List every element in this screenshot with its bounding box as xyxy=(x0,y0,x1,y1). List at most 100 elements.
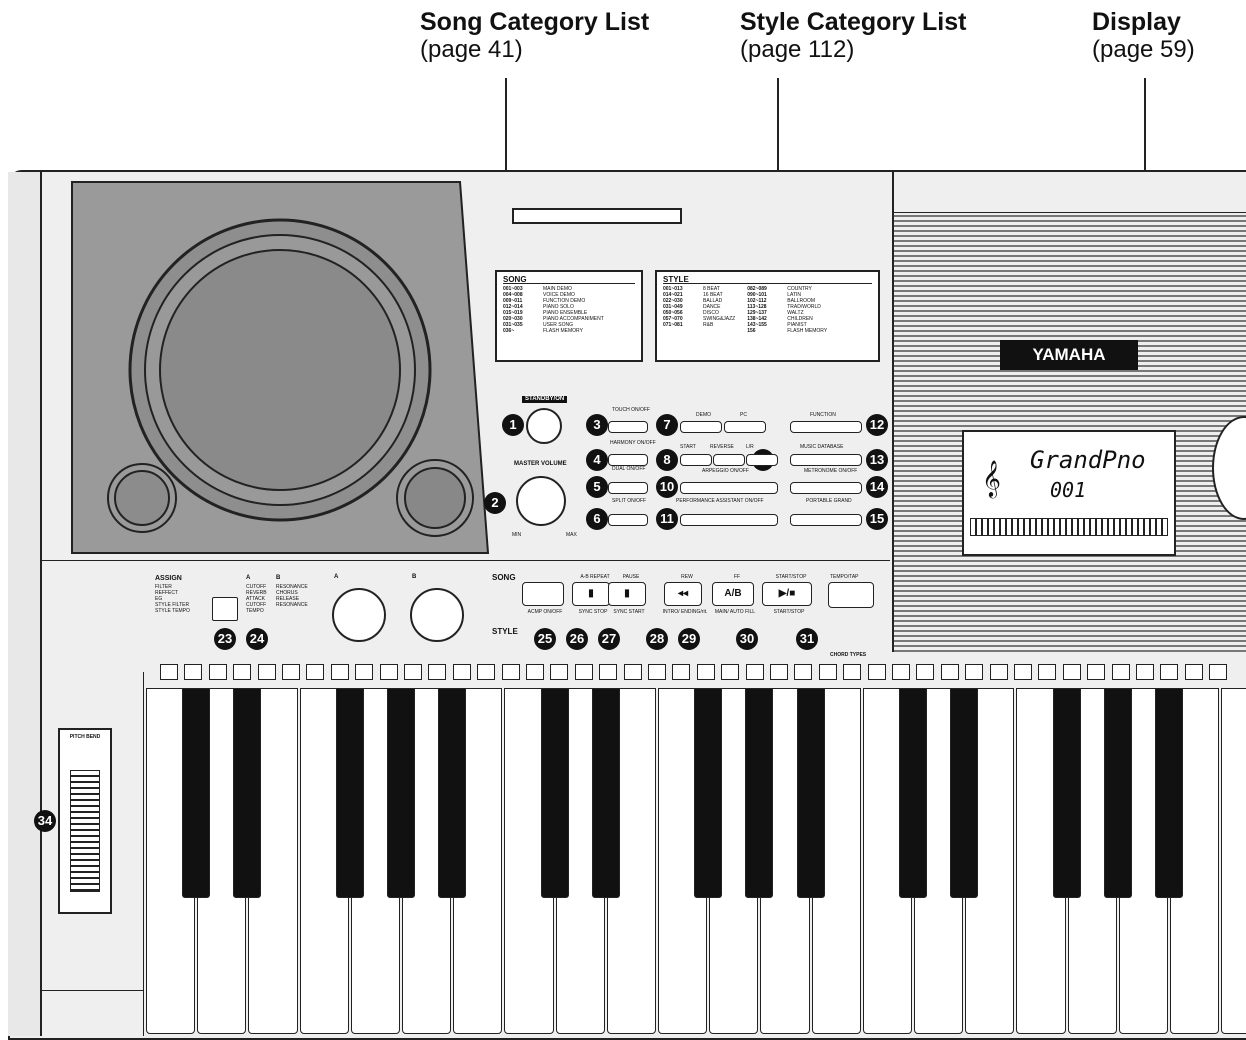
black-key[interactable] xyxy=(694,688,723,898)
transport-song-label: SONG xyxy=(492,573,516,582)
knob-b-label: B xyxy=(412,574,417,580)
callout-8: 8 xyxy=(656,449,678,471)
pc-button[interactable] xyxy=(724,421,766,433)
demo-button[interactable] xyxy=(680,421,722,433)
black-key[interactable] xyxy=(745,688,774,898)
touch-button[interactable] xyxy=(608,421,648,433)
usb-slot xyxy=(512,208,682,224)
harmony-button[interactable] xyxy=(608,454,648,466)
style-category: TRAD/WORLD xyxy=(787,304,821,310)
callout-13: 13 xyxy=(866,449,888,471)
black-key[interactable] xyxy=(233,688,262,898)
black-key[interactable] xyxy=(387,688,415,898)
key-function-icon xyxy=(648,664,666,680)
key-function-icon xyxy=(916,664,935,680)
style-range: 071~081 xyxy=(663,322,683,328)
arpeggio-button[interactable] xyxy=(680,482,778,494)
transport-button[interactable]: ▮ xyxy=(572,582,610,606)
style-range: 050~056 xyxy=(663,310,683,316)
split-button[interactable] xyxy=(608,514,648,526)
transport-button-face: ▮ xyxy=(588,588,594,599)
style-range: 090~101 xyxy=(747,292,767,298)
key-function-icon xyxy=(184,664,203,680)
function-button[interactable] xyxy=(790,421,862,433)
black-key[interactable] xyxy=(540,688,569,898)
key-function-icon xyxy=(257,664,276,680)
black-key[interactable] xyxy=(899,688,927,898)
transport-button[interactable]: A/B xyxy=(712,582,754,606)
callout-27: 27 xyxy=(598,628,620,650)
callout-4: 4 xyxy=(586,449,608,471)
master-volume-knob[interactable] xyxy=(516,476,566,526)
black-key[interactable] xyxy=(1052,688,1081,898)
style-callout-title: Style Category List xyxy=(740,8,967,36)
lr-button[interactable] xyxy=(746,454,778,466)
assign-col-a-item: REVERB xyxy=(246,590,267,596)
transport-button[interactable]: ◂◂ xyxy=(664,582,702,606)
key-function-icon xyxy=(1062,664,1081,680)
transport-button[interactable]: ▶/■ xyxy=(762,582,812,606)
callout-14: 14 xyxy=(866,476,888,498)
assign-col-a-item: ATTACK xyxy=(246,596,265,602)
start-button[interactable] xyxy=(680,454,712,466)
metronome-button[interactable] xyxy=(790,482,862,494)
black-key[interactable] xyxy=(1103,688,1132,898)
assign-col-a-item: CUTOFF xyxy=(246,602,267,608)
black-key[interactable] xyxy=(438,688,467,898)
key-function-icon xyxy=(550,664,569,680)
transport-top-label: PAUSE xyxy=(622,574,640,580)
knob-b[interactable] xyxy=(410,588,464,642)
style-range: 022~030 xyxy=(663,298,683,304)
dual-button[interactable] xyxy=(608,482,648,494)
style-callout: Style Category List (page 112) xyxy=(740,8,966,64)
style-category: 16 BEAT xyxy=(703,292,723,298)
key-function-icon xyxy=(233,664,252,680)
callout-34: 34 xyxy=(34,810,56,832)
black-key[interactable] xyxy=(335,688,364,898)
left-side-rail xyxy=(8,172,42,1036)
portable-grand-button[interactable] xyxy=(790,514,862,526)
key-function-icon xyxy=(330,664,349,680)
style-range: 001~013 xyxy=(663,286,683,292)
music-database-button[interactable] xyxy=(790,454,862,466)
transport-button[interactable] xyxy=(522,582,564,606)
display-callout-title: Display xyxy=(1092,8,1181,36)
callout-3: 3 xyxy=(586,414,608,436)
black-key[interactable] xyxy=(950,688,979,898)
assign-button[interactable] xyxy=(212,597,238,621)
key-function-icon xyxy=(355,664,374,680)
performance-assistant-button[interactable] xyxy=(680,514,778,526)
black-key[interactable] xyxy=(591,688,620,898)
speaker-panel xyxy=(70,180,490,555)
pitch-bend-wheel[interactable] xyxy=(70,770,100,892)
song-list-row: 036~FLASH MEMORY xyxy=(503,328,635,334)
key-function-icon xyxy=(404,664,422,680)
lcd-display: GrandPno 001 𝄞 xyxy=(962,430,1176,556)
left-lower-vdivider xyxy=(143,672,144,1036)
white-key[interactable] xyxy=(1221,688,1246,1034)
black-key[interactable] xyxy=(182,688,211,898)
lcd-number: 001 xyxy=(1050,478,1087,502)
reverse-button[interactable] xyxy=(713,454,745,466)
black-key[interactable] xyxy=(796,688,825,898)
assign-col-b-item: RELEASE xyxy=(276,596,300,602)
black-key[interactable] xyxy=(1155,688,1183,898)
key-function-icon xyxy=(1087,664,1106,680)
knob-a[interactable] xyxy=(332,588,386,642)
transport-bottom-label: SYNC START xyxy=(613,609,645,615)
transport-bottom-label: INTRO/ ENDING/rit. xyxy=(662,609,708,615)
assign-item: REFFECT xyxy=(155,590,179,596)
key-function-icon xyxy=(1014,664,1032,680)
standby-button[interactable] xyxy=(526,408,562,444)
song-range: 015~019 xyxy=(503,310,523,316)
transport-button[interactable]: ▮ xyxy=(608,582,646,606)
style-category: COUNTRY xyxy=(787,286,812,292)
music-database-label: MUSIC DATABASE xyxy=(800,444,844,450)
tempo-tap-button[interactable] xyxy=(828,582,874,608)
song-callout-page: (page 41) xyxy=(420,36,523,63)
style-range: 031~049 xyxy=(663,304,683,310)
